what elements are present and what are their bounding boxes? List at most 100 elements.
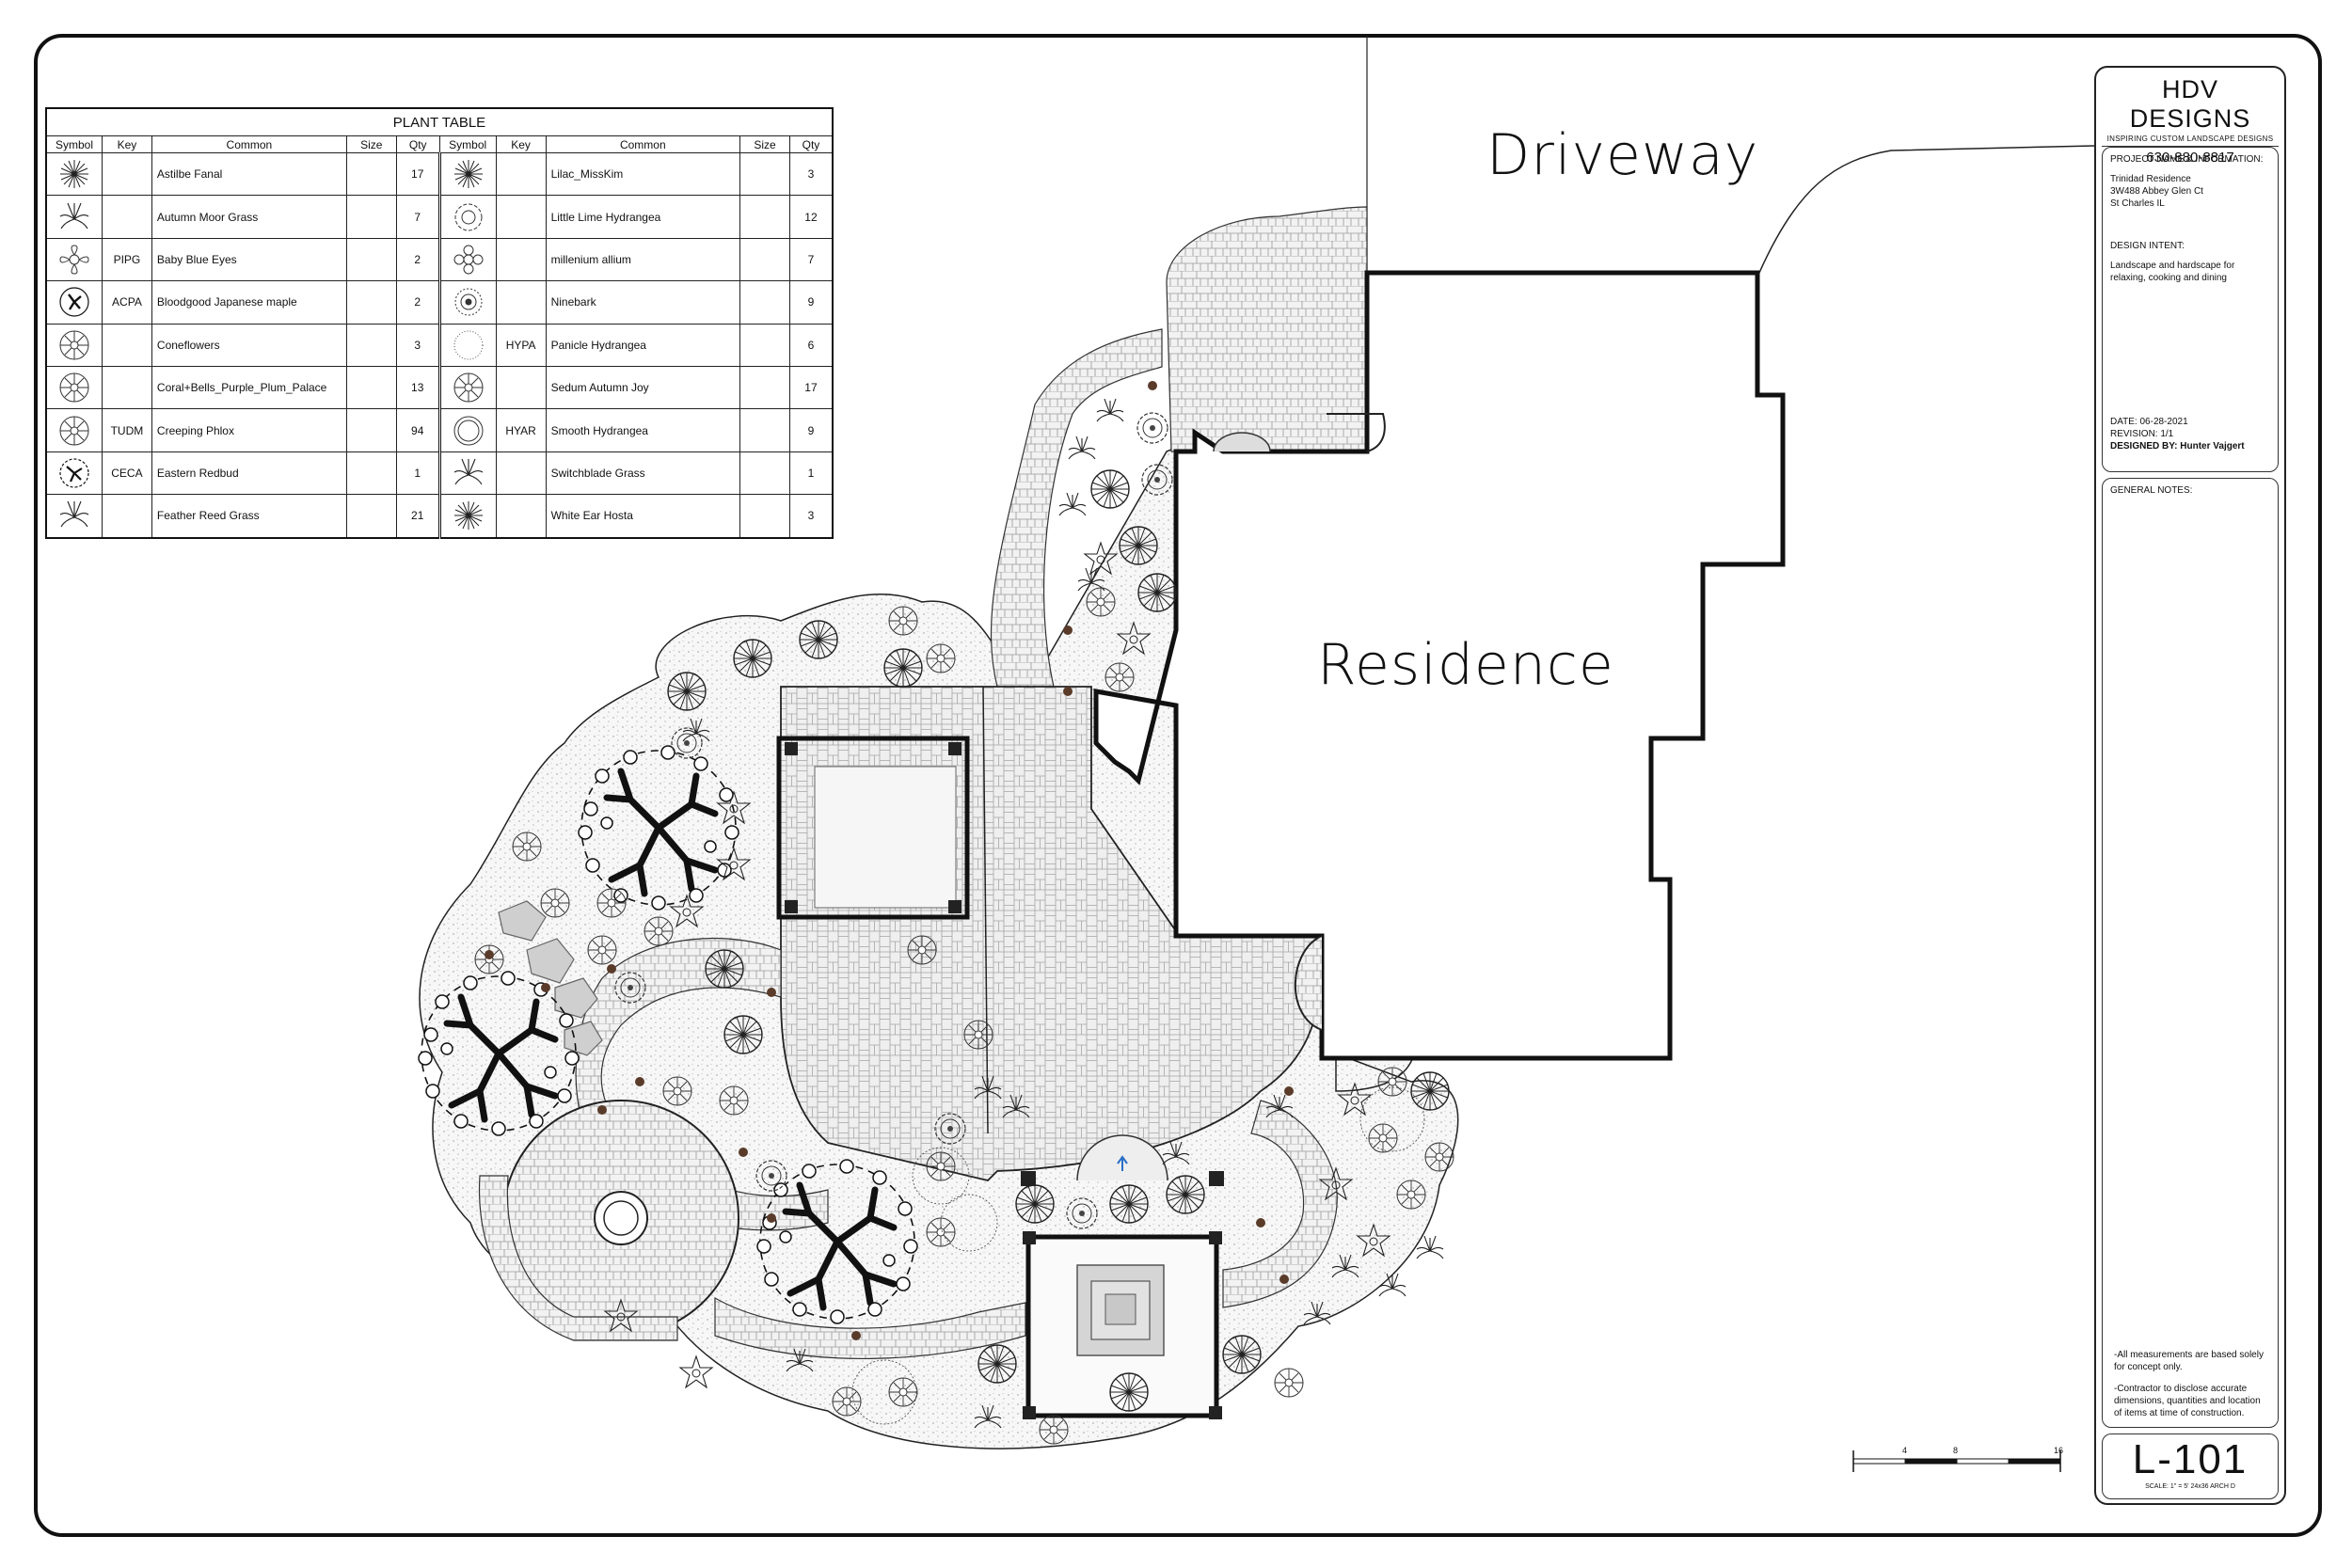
- plant-size: [345, 365, 397, 410]
- plant-key: [495, 451, 547, 496]
- project-name: Trinidad Residence: [2110, 174, 2191, 184]
- notes-body: -All measurements are based solely for c…: [2114, 1349, 2270, 1419]
- plant-key: [101, 365, 152, 410]
- plant-qty: 9: [788, 408, 834, 452]
- col-key: Key: [101, 135, 152, 153]
- plant-qty: 17: [788, 365, 834, 410]
- driveway-label: Driveway: [1486, 122, 1759, 188]
- plant-common-name: Autumn Moor Grass: [151, 195, 347, 239]
- plant-common-name: Sedum Autumn Joy: [545, 365, 741, 410]
- plant-size: [739, 237, 790, 282]
- note-1: -All measurements are based solely for c…: [2114, 1350, 2264, 1372]
- plant-table: PLANT TABLE Symbol Key Common Size Qty S…: [45, 107, 834, 539]
- plant-key: [101, 323, 152, 367]
- plant-qty: 3: [788, 494, 834, 539]
- plant-key: [495, 365, 547, 410]
- plant-key: [495, 494, 547, 539]
- sheet-number: L-101: [2132, 1436, 2249, 1482]
- plant-common-name: Feather Reed Grass: [151, 494, 347, 539]
- plant-common-name: Creeping Phlox: [151, 408, 347, 452]
- daisy-icon: [437, 365, 497, 410]
- grass-spray-icon: [45, 195, 103, 239]
- plant-size: [345, 494, 397, 539]
- project-address-1: 3W488 Abbey Glen Ct: [2110, 186, 2203, 197]
- plant-size: [739, 408, 790, 452]
- plant-size: [739, 365, 790, 410]
- design-intent-label: DESIGN INTENT:: [2110, 241, 2185, 251]
- flower-outline-icon: [45, 237, 103, 282]
- residence-label: Residence: [1317, 632, 1614, 698]
- firm-phone: 630-880-8817: [2102, 146, 2279, 166]
- plant-qty: 21: [395, 494, 440, 539]
- grass-spray-icon: [45, 494, 103, 539]
- sheet-scale: SCALE: 1" = 5' 24x36 ARCH D: [2145, 1483, 2235, 1490]
- plant-qty: 7: [395, 195, 440, 239]
- plant-size: [739, 451, 790, 496]
- plant-qty: 9: [788, 280, 834, 325]
- star-burst-icon: [45, 151, 103, 197]
- scale-label-16: 16: [2054, 1446, 2064, 1455]
- plant-key: [495, 195, 547, 239]
- plant-common-name: Coneflowers: [151, 323, 347, 367]
- plant-common-name: Ninebark: [545, 280, 741, 325]
- sheet-number-panel: L-101 SCALE: 1" = 5' 24x36 ARCH D: [2102, 1433, 2279, 1499]
- plant-qty: 13: [395, 365, 440, 410]
- plant-qty: 1: [788, 451, 834, 496]
- plant-qty: 2: [395, 280, 440, 325]
- plant-key: [101, 151, 152, 197]
- plant-key: [495, 237, 547, 282]
- project-address-2: St Charles IL: [2110, 198, 2165, 209]
- plant-common-name: Eastern Redbud: [151, 451, 347, 496]
- col-size: Size: [345, 135, 397, 153]
- scale-bar: [1852, 1450, 2061, 1472]
- plant-qty: 3: [395, 323, 440, 367]
- plant-common-name: Smooth Hydrangea: [545, 408, 741, 452]
- star-burst-icon: [437, 494, 497, 539]
- note-2: -Contractor to disclose accurate dimensi…: [2114, 1384, 2261, 1418]
- revision-text: REVISION: 1/1: [2110, 429, 2174, 439]
- plant-common-name: Little Lime Hydrangea: [545, 195, 741, 239]
- plant-size: [345, 237, 397, 282]
- plant-qty: 94: [395, 408, 440, 452]
- daisy-icon: [45, 365, 103, 410]
- title-block: HDV DESIGNS INSPIRING CUSTOM LANDSCAPE D…: [2094, 66, 2286, 1505]
- col-symbol-2: Symbol: [438, 135, 497, 153]
- plant-key: ACPA: [101, 280, 152, 325]
- plant-size: [739, 195, 790, 239]
- daisy-icon: [45, 408, 103, 452]
- plant-key: HYAR: [495, 408, 547, 452]
- plant-key: TUDM: [101, 408, 152, 452]
- col-common-2: Common: [545, 135, 741, 153]
- plant-common-name: millenium allium: [545, 237, 741, 282]
- scale-label-8: 8: [1953, 1446, 1959, 1455]
- star-burst-icon: [437, 151, 497, 197]
- scale-label-4: 4: [1902, 1446, 1908, 1455]
- plant-common-name: Panicle Hydrangea: [545, 323, 741, 367]
- plant-qty: 7: [788, 237, 834, 282]
- plain-circle-icon: [437, 323, 497, 367]
- design-intent-text: Landscape and hardscape for relaxing, co…: [2110, 261, 2235, 283]
- plant-size: [739, 151, 790, 197]
- plant-qty: 2: [395, 237, 440, 282]
- plant-common-name: Astilbe Fanal: [151, 151, 347, 197]
- plant-size: [345, 195, 397, 239]
- project-panel: PROJECT NAME & INFORMATION: Trinidad Res…: [2102, 147, 2279, 472]
- project-label: PROJECT NAME & INFORMATION:: [2110, 154, 2264, 165]
- plant-size: [739, 494, 790, 539]
- plant-size: [345, 408, 397, 452]
- col-qty: Qty: [395, 135, 440, 153]
- plant-key: HYPA: [495, 323, 547, 367]
- redbud-tree-icon: [45, 451, 103, 496]
- col-qty-2: Qty: [788, 135, 834, 153]
- double-ring-icon: [437, 408, 497, 452]
- plant-qty: 17: [395, 151, 440, 197]
- plant-key: [101, 195, 152, 239]
- firm-name: HDV DESIGNS: [2129, 75, 2251, 133]
- plant-common-name: Lilac_MissKim: [545, 151, 741, 197]
